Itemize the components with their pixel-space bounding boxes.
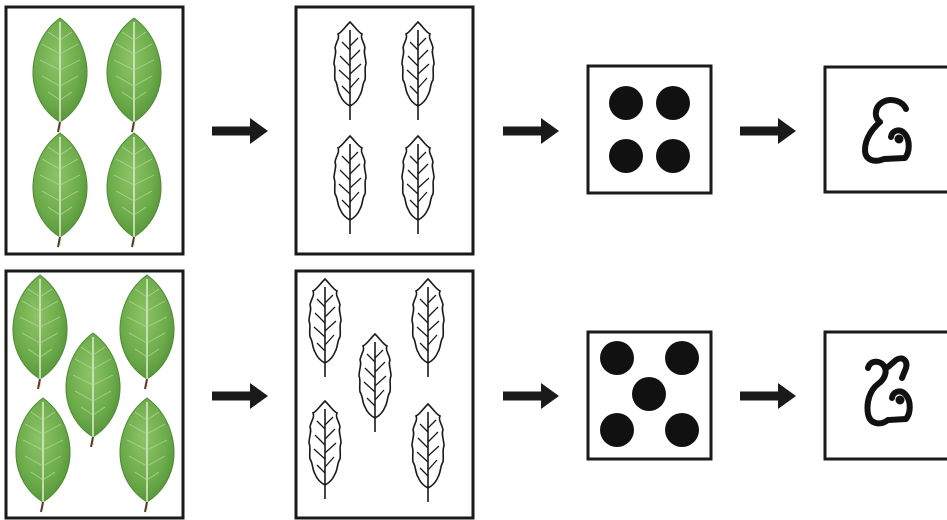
- arrow-icon: [740, 118, 796, 144]
- arrow-icon: [212, 118, 268, 144]
- row-five: [4, 269, 947, 520]
- dot: [609, 139, 643, 173]
- dot: [665, 413, 699, 447]
- numeral-panel: [823, 330, 947, 461]
- dot: [600, 341, 634, 375]
- arrow-icon: [503, 118, 559, 144]
- leaf-photo-panel: [4, 269, 185, 520]
- dot: [609, 86, 643, 120]
- numeral-panel: [823, 65, 947, 194]
- dot: [656, 139, 690, 173]
- leaf-outline-panel: [294, 5, 475, 256]
- dot: [665, 341, 699, 375]
- dot: [632, 377, 666, 411]
- row-four: [4, 5, 947, 256]
- dot: [600, 413, 634, 447]
- arrow-icon: [212, 383, 268, 409]
- dot-pattern-panel: [586, 64, 713, 195]
- leaf-photo-panel: [4, 5, 185, 256]
- numeral-five-glyph: [864, 355, 913, 427]
- leaf-outline-panel: [294, 269, 475, 520]
- dot-pattern-panel: [586, 330, 713, 461]
- arrow-icon: [503, 383, 559, 409]
- arrow-icon: [740, 383, 796, 409]
- numeral-four-glyph: [862, 97, 912, 164]
- dot: [656, 86, 690, 120]
